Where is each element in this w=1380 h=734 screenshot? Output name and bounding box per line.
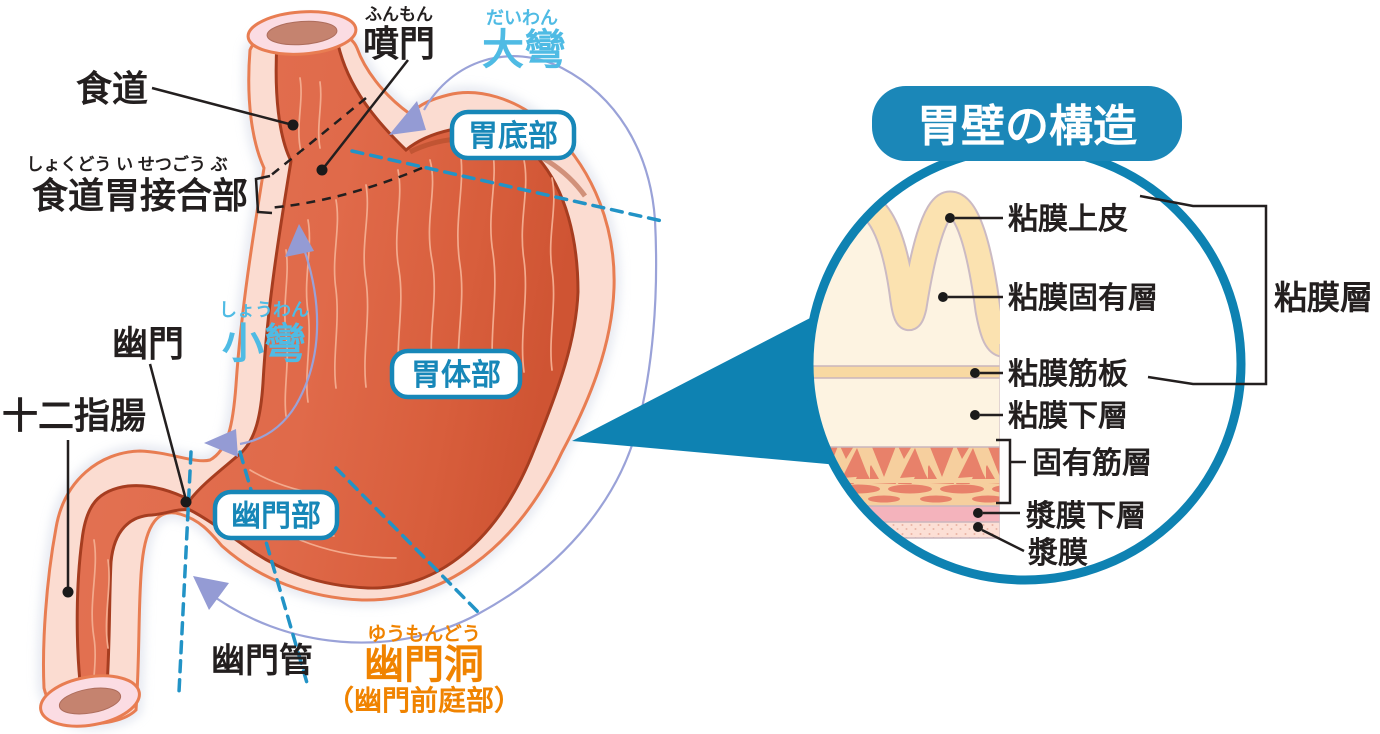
badge-fundus xyxy=(449,109,577,161)
muscularis-mucosae-band xyxy=(813,366,1000,378)
duodenum-opening xyxy=(39,674,141,728)
layer-label-epithelium: 粘膜上皮 xyxy=(1008,203,1128,236)
muscularis-propria-inner-band xyxy=(813,484,1000,506)
pylorus-label: 幽門 xyxy=(112,323,184,364)
esophagus-label: 食道 xyxy=(76,68,148,109)
region-badges: 胃底部 胃体部 幽門部 xyxy=(212,109,577,541)
badge-body-label: 胃体部 xyxy=(411,358,501,392)
pyloric-canal-label: 幽門管 xyxy=(211,642,313,680)
cardia-label: 噴門 xyxy=(363,23,435,64)
pyloric-canal-boundary-line xyxy=(177,450,193,694)
lesser-curvature-furigana: しょうわん xyxy=(219,300,309,320)
wall-title-badge: 胃壁の構造 xyxy=(872,86,1182,161)
lesser-curvature-label: 小彎 xyxy=(222,320,306,367)
greater-curvature-label: 大彎 xyxy=(482,26,566,73)
junction-marks xyxy=(254,97,423,215)
submucosa-band xyxy=(813,378,1000,447)
curvature-arrows xyxy=(193,55,658,644)
wall-leader-lines xyxy=(948,194,1268,553)
layer-label-submucosa: 粘膜下層 xyxy=(1008,400,1128,433)
badge-fundus-label: 胃底部 xyxy=(468,119,558,153)
greater-curvature-furigana: だいわん xyxy=(486,8,558,28)
mucosal-layer-group-label: 粘膜層 xyxy=(1274,279,1373,316)
layer-label-muscularis-propria: 固有筋層 xyxy=(1032,447,1152,480)
badge-pyloric-part-label: 幽門部 xyxy=(231,499,321,533)
badge-pyloric-part xyxy=(212,489,340,541)
wall-leader-dots xyxy=(938,213,983,532)
wall-layer-labels: 粘膜上皮 粘膜固有層 粘膜筋板 粘膜下層 固有筋層 漿膜下層 漿膜 粘膜層 xyxy=(1008,203,1373,570)
layer-label-lamina-propria: 粘膜固有層 xyxy=(1008,282,1158,315)
magnifier-cone xyxy=(572,286,872,468)
duodenum-label: 十二指腸 xyxy=(2,395,146,436)
cardia-furigana: ふんもん xyxy=(365,5,433,24)
muscularis-propria-bracket xyxy=(996,438,1026,505)
arrowhead-icon xyxy=(193,576,229,610)
junction-furigana: しょくどう い せつごう ぶ xyxy=(26,154,227,174)
antrum-sub-label: （幽門前庭部） xyxy=(326,684,522,716)
layer-label-subserosa: 漿膜下層 xyxy=(1025,500,1146,533)
leader-dots xyxy=(62,119,328,598)
stomach-illustration xyxy=(37,10,621,731)
mucosal-layer-bracket xyxy=(1139,194,1268,386)
esophagus-opening xyxy=(246,10,358,56)
junction-label: 食道胃接合部 xyxy=(32,175,248,216)
layer-label-serosa: 漿膜 xyxy=(1027,537,1088,570)
badge-body xyxy=(389,348,523,400)
layer-label-muscularis-mucosae: 粘膜筋板 xyxy=(1008,358,1128,391)
wall-title-text: 胃壁の構造 xyxy=(917,102,1137,151)
leader-lines xyxy=(66,59,409,590)
antrum-boundary-line xyxy=(334,466,484,618)
arrowhead-icon xyxy=(285,224,314,257)
arrowhead-icon xyxy=(389,101,426,135)
antrum-furigana: ゆうもんどう xyxy=(367,623,480,645)
antrum-label: 幽門洞 xyxy=(364,643,484,687)
arrowhead-icon xyxy=(204,429,238,457)
junction-bracket xyxy=(254,174,273,215)
stomach-labels: 食道 ふんもん 噴門 だいわん 大彎 しょくどう い せつごう ぶ 食道胃接合部… xyxy=(2,5,566,716)
greater-curvature-arc xyxy=(204,55,658,644)
fundus-boundary-line xyxy=(350,149,664,223)
junction-dashed-line-lower xyxy=(267,166,423,210)
lesser-curvature-arc xyxy=(239,237,319,446)
